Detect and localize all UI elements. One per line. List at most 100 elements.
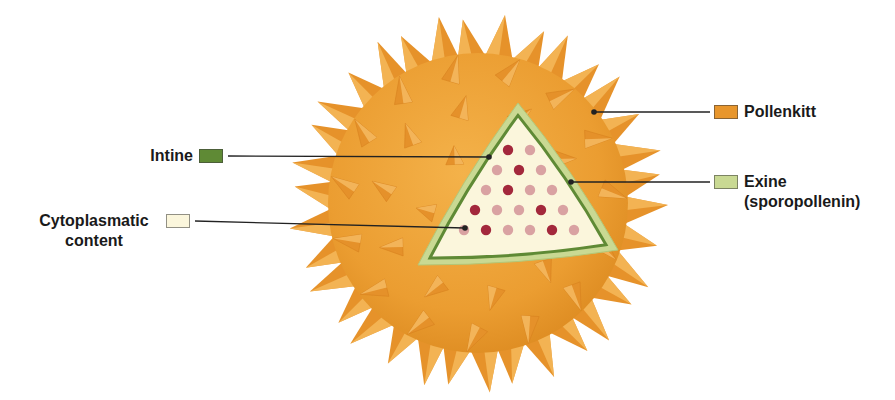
leader-dot <box>486 154 492 160</box>
spike <box>470 349 498 393</box>
legend-label: Cytoplasmatic content <box>28 211 160 251</box>
spike-highlight <box>484 349 498 393</box>
spike-highlight <box>292 163 335 183</box>
surface-spike-face <box>521 315 539 343</box>
leader-dot <box>591 109 597 115</box>
granule <box>481 185 491 195</box>
surface-spike <box>521 315 539 343</box>
surface-spike <box>425 276 449 297</box>
spike <box>458 20 486 58</box>
spike-face <box>470 349 498 393</box>
granule <box>503 185 513 195</box>
spike <box>624 196 669 224</box>
legend-swatch <box>166 214 190 228</box>
spike-face <box>485 15 513 60</box>
surface-spike <box>380 238 404 256</box>
surface-spike-face <box>405 123 422 148</box>
surface-spike-highlight <box>331 177 359 192</box>
granule-group <box>459 145 579 235</box>
surface-spike-face <box>563 282 581 311</box>
leader-dot <box>568 179 574 185</box>
surface-spike-face <box>333 234 361 252</box>
granule <box>503 145 513 155</box>
surface-spike-face <box>446 146 464 165</box>
legend-label: Pollenkitt <box>744 102 889 122</box>
spike-highlight <box>621 170 660 184</box>
granule <box>481 225 491 235</box>
surface-spike-face <box>395 76 413 104</box>
surface-spike-highlight <box>372 181 396 194</box>
granule <box>492 205 502 215</box>
legend-swatch <box>199 149 223 163</box>
leader-line <box>195 221 465 228</box>
surface-spike-highlight <box>400 76 413 103</box>
surface-spike <box>451 96 468 121</box>
surface-spike-face <box>372 181 396 202</box>
spike-face <box>458 20 486 58</box>
surface-spike <box>355 119 377 147</box>
surface-spike-highlight <box>333 234 361 243</box>
surface-spike-face <box>355 119 377 147</box>
granule <box>525 185 535 195</box>
granule <box>525 145 535 155</box>
granule <box>536 165 546 175</box>
surface-spike-highlight <box>521 315 530 343</box>
surface-spike-highlight <box>360 279 387 294</box>
surface-spike-highlight <box>535 261 551 283</box>
surface-spike <box>360 279 389 296</box>
surface-spike-highlight <box>405 123 421 145</box>
surface-spike-highlight <box>585 138 612 148</box>
spike-group <box>290 15 668 393</box>
surface-spike-highlight <box>460 96 469 121</box>
spike-face <box>290 209 335 237</box>
surface-spike <box>546 89 574 109</box>
spike-highlight <box>424 342 444 385</box>
surface-spike-face <box>495 60 519 87</box>
spike-highlight <box>621 224 657 246</box>
surface-spike-face <box>585 130 613 148</box>
legend-label: Exine (sporopollenin) <box>744 172 889 212</box>
granule <box>514 205 524 215</box>
surface-spike-highlight <box>380 238 403 248</box>
surface-spike-highlight <box>408 310 430 334</box>
surface-spike <box>333 234 361 252</box>
surface-spike <box>442 55 459 84</box>
leader-dot <box>462 225 468 231</box>
surface-spike-face <box>451 96 468 121</box>
spike-highlight <box>295 187 332 210</box>
surface-spike <box>467 323 488 351</box>
surface-spike-highlight <box>467 323 480 351</box>
surface-spike-face <box>425 276 449 297</box>
surface-spike-face <box>331 177 359 200</box>
surface-spike <box>488 286 505 311</box>
granule <box>558 205 568 215</box>
spike-highlight <box>625 196 668 210</box>
surface-spike-highlight <box>450 55 459 84</box>
exine-layer <box>418 103 618 265</box>
surface-spike-face <box>488 286 505 311</box>
surface-spike-highlight <box>488 286 497 311</box>
surface-spike <box>372 181 396 202</box>
leader-line <box>594 111 710 112</box>
surface-spike <box>331 177 359 200</box>
surface-spike-highlight <box>502 60 519 87</box>
legend-swatch <box>714 105 738 119</box>
cutaway-section <box>418 103 618 265</box>
legend-swatch <box>714 175 738 189</box>
surface-spike <box>495 60 519 87</box>
spike-highlight <box>448 349 471 385</box>
granule <box>492 165 502 175</box>
surface-spike-face <box>408 310 435 334</box>
spike <box>290 209 335 237</box>
surface-spike <box>585 130 613 148</box>
surface-spike <box>416 205 437 222</box>
surface-spike-face <box>416 205 437 222</box>
surface-spike <box>408 310 435 334</box>
spike-highlight <box>458 20 472 58</box>
granule <box>547 225 557 235</box>
surface-spike <box>598 180 627 199</box>
surface-spike-highlight <box>416 205 437 214</box>
surface-spike-face <box>467 323 488 351</box>
surface-spike <box>535 258 552 283</box>
